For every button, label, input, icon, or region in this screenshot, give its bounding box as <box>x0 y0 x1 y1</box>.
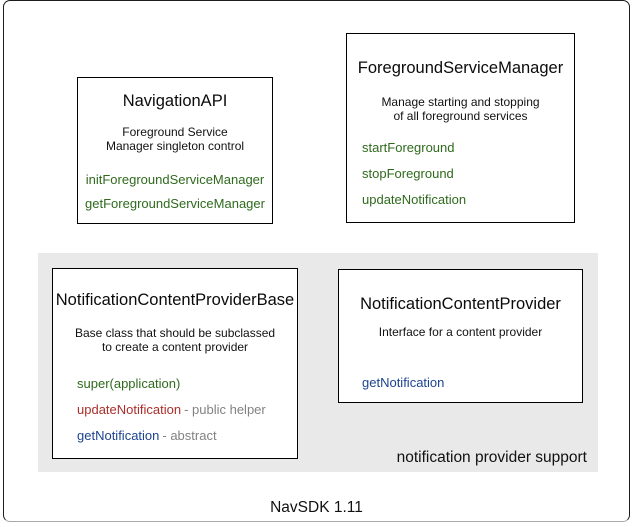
class-box-navigation-api: NavigationAPI Foreground Service Manager… <box>77 77 273 224</box>
method-list: initForegroundServiceManager getForegrou… <box>78 172 272 212</box>
method-label: startForeground <box>362 140 455 155</box>
method-item: updateNotification <box>362 192 574 208</box>
method-label: getNotification <box>362 375 445 390</box>
method-item: updateNotification- public helper <box>77 402 297 418</box>
method-label: getNotification <box>77 428 160 443</box>
method-label: stopForeground <box>362 166 454 181</box>
method-label: getForegroundServiceManager <box>85 196 265 211</box>
method-annotation: - public helper <box>184 402 266 417</box>
method-list: super(application) updateNotification- p… <box>53 376 297 444</box>
method-label: super(application) <box>77 376 181 391</box>
method-item: stopForeground <box>362 166 574 182</box>
method-label: updateNotification <box>77 402 182 417</box>
method-list: startForeground stopForeground updateNot… <box>347 140 574 208</box>
method-label: initForegroundServiceManager <box>85 172 265 187</box>
class-description: Base class that should be subclassed to … <box>74 326 276 354</box>
sdk-version-label: NavSDK 1.11 <box>270 499 363 516</box>
method-item: getForegroundServiceManager <box>78 196 272 212</box>
class-description: Manage starting and stopping of all fore… <box>381 95 540 123</box>
diagram-canvas: notification provider support Navigation… <box>3 0 630 522</box>
class-box-notification-content-provider: NotificationContentProvider Interface fo… <box>338 269 583 403</box>
method-item: getNotification- abstract <box>77 428 297 444</box>
method-item: super(application) <box>77 376 297 392</box>
class-box-notification-content-provider-base: NotificationContentProviderBase Base cla… <box>52 268 298 459</box>
method-list: getNotification <box>339 375 582 391</box>
class-description: Interface for a content provider <box>378 325 543 339</box>
method-item: startForeground <box>362 140 574 156</box>
method-label: updateNotification <box>362 192 467 207</box>
method-item: getNotification <box>362 375 582 391</box>
class-title: NavigationAPI <box>122 92 228 110</box>
class-title: NotificationContentProvider <box>360 295 561 313</box>
class-description: Foreground Service Manager singleton con… <box>105 125 245 153</box>
method-annotation: - abstract <box>162 428 217 443</box>
support-region-label: notification provider support <box>396 449 587 466</box>
class-box-foreground-service-manager: ForegroundServiceManager Manage starting… <box>346 33 575 223</box>
class-title: NotificationContentProviderBase <box>55 291 295 309</box>
class-title: ForegroundServiceManager <box>357 59 564 77</box>
method-item: initForegroundServiceManager <box>78 172 272 188</box>
